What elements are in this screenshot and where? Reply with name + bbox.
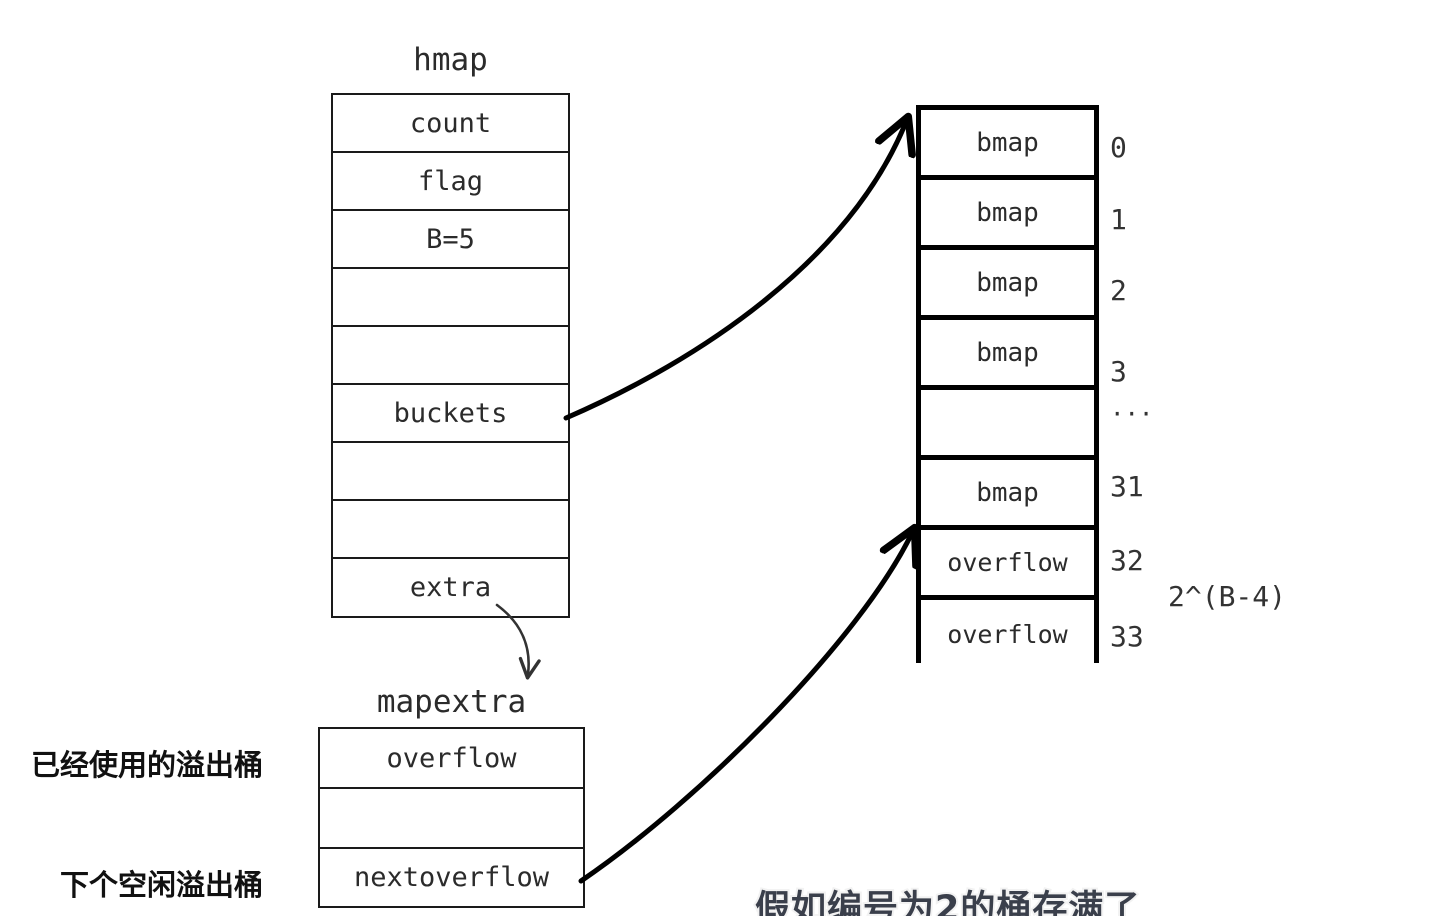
bmap-array-table: bmap bmap bmap bmap bmap overflow overfl… bbox=[916, 105, 1099, 668]
bmap-row-33-overflow: overflow bbox=[921, 600, 1094, 668]
mapextra-row-overflow: overflow bbox=[320, 729, 583, 789]
hmap-row-b: B=5 bbox=[333, 211, 568, 269]
mapextra-struct-table: overflow nextoverflow bbox=[318, 727, 585, 908]
bmap-row-32-overflow: overflow bbox=[921, 530, 1094, 600]
bmap-index-31: 31 bbox=[1110, 470, 1144, 503]
bmap-index-1: 1 bbox=[1110, 203, 1127, 236]
annotation-used-overflow-bucket: 已经使用的溢出桶 bbox=[31, 748, 264, 782]
hmap-row-extra: extra bbox=[333, 559, 568, 616]
bmap-index-33: 33 bbox=[1110, 620, 1144, 653]
hmap-row-buckets: buckets bbox=[333, 385, 568, 443]
bmap-row-ellipsis bbox=[921, 390, 1094, 460]
hmap-row-count: count bbox=[333, 95, 568, 153]
hmap-row-empty-1 bbox=[333, 269, 568, 327]
bmap-index-ellipsis: ··· bbox=[1110, 400, 1154, 428]
bucket-count-note: 2^(B-4) bbox=[1168, 580, 1287, 613]
bmap-index-0: 0 bbox=[1110, 131, 1127, 164]
bmap-row-1: bmap bbox=[921, 180, 1094, 250]
mapextra-row-nextoverflow: nextoverflow bbox=[320, 849, 583, 906]
arrow-buckets-to-bmap bbox=[563, 122, 906, 421]
bmap-row-31: bmap bbox=[921, 460, 1094, 530]
bmap-index-2: 2 bbox=[1110, 274, 1127, 307]
arrow-nextoverflow-to-bmap-32 bbox=[578, 533, 912, 884]
bmap-row-2: bmap bbox=[921, 250, 1094, 320]
hmap-struct-table: count flag B=5 buckets extra bbox=[331, 93, 570, 618]
video-subtitle-caption: 假如编号为2的桶存满了 bbox=[753, 887, 1141, 916]
hmap-row-empty-4 bbox=[333, 501, 568, 559]
bmap-row-0: bmap bbox=[921, 110, 1094, 180]
bmap-row-3: bmap bbox=[921, 320, 1094, 390]
mapextra-title: mapextra bbox=[376, 684, 527, 720]
annotation-next-free-overflow-bucket: 下个空闲溢出桶 bbox=[60, 868, 264, 902]
hmap-row-flag: flag bbox=[333, 153, 568, 211]
hmap-row-empty-3 bbox=[333, 443, 568, 501]
bmap-index-3: 3 bbox=[1110, 355, 1127, 388]
bmap-index-32: 32 bbox=[1110, 544, 1144, 577]
hmap-row-empty-2 bbox=[333, 327, 568, 385]
hmap-title: hmap bbox=[413, 42, 488, 78]
mapextra-row-empty bbox=[320, 789, 583, 849]
